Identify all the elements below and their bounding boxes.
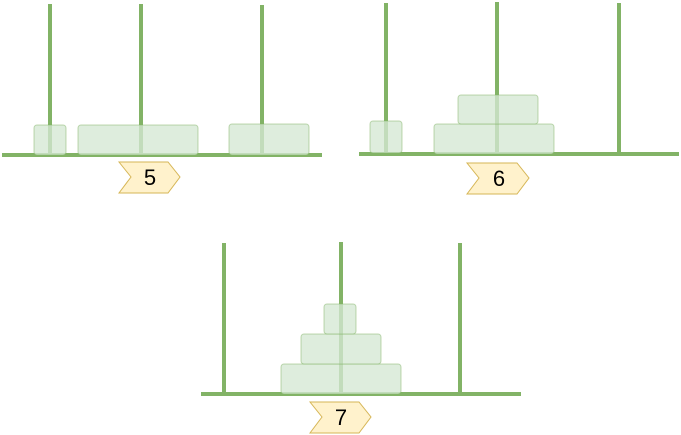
disk-medium <box>457 94 539 125</box>
disk-large <box>280 363 402 395</box>
peg-left <box>222 243 226 394</box>
step-tag: 6 <box>465 162 530 195</box>
step-label: 7 <box>335 405 347 430</box>
step-label: 5 <box>144 165 156 190</box>
peg-middle <box>495 2 499 154</box>
disk-small <box>369 120 403 154</box>
peg-right <box>617 3 621 154</box>
disk-medium <box>300 333 382 365</box>
panel-step-6: 6 <box>359 2 679 195</box>
step-tag: 7 <box>308 401 372 434</box>
step-label: 6 <box>493 166 505 191</box>
panel-step-7: 7 <box>201 242 521 434</box>
disk-large <box>433 123 555 155</box>
disk-small <box>33 124 67 156</box>
disk-medium <box>228 123 310 156</box>
peg-middle <box>139 4 143 155</box>
peg-right <box>458 243 462 394</box>
disk-small <box>323 303 357 335</box>
panel-step-5: 5 <box>2 4 322 194</box>
peg-right <box>260 5 264 155</box>
peg-left <box>384 3 388 154</box>
disk-large <box>77 124 199 156</box>
peg-left <box>48 4 52 155</box>
step-tag: 5 <box>117 161 181 194</box>
